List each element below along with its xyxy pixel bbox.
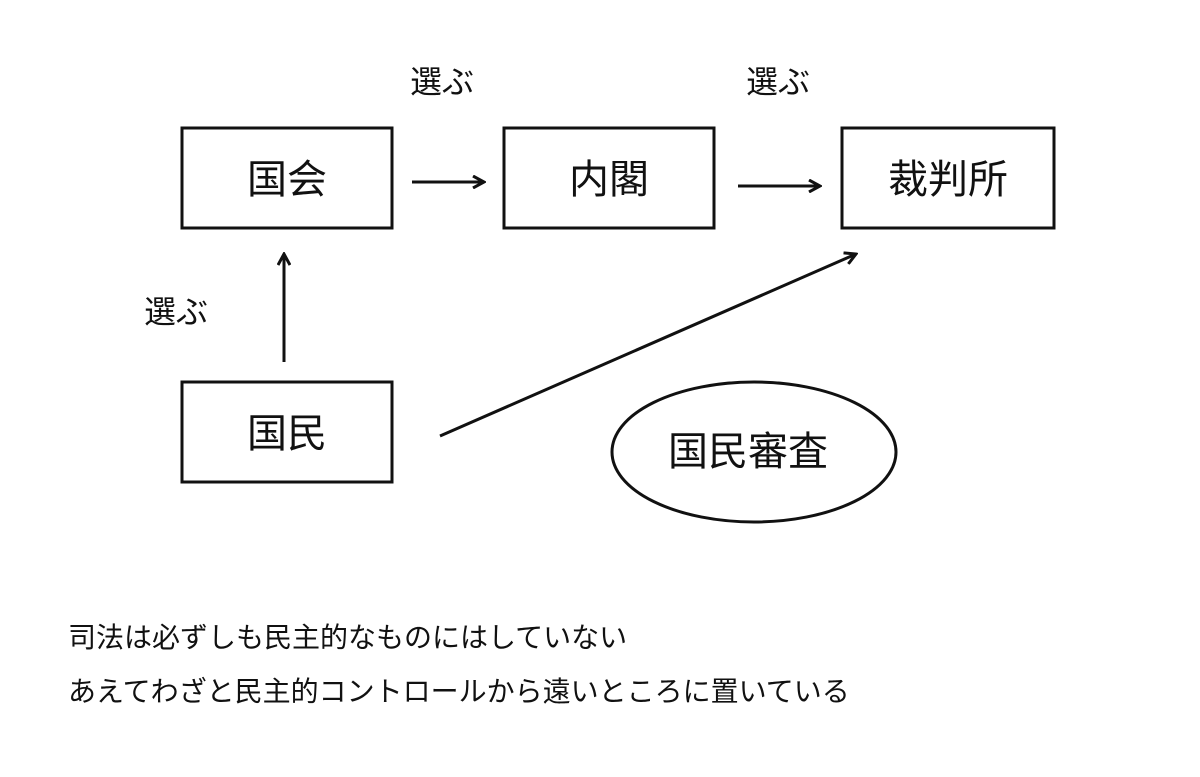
node-naikaku-label: 内閣	[569, 157, 649, 203]
edge-label-naikaku-to-saibansho: 選ぶ	[746, 63, 810, 101]
edge-label-kokumin-to-kokkai: 選ぶ	[144, 293, 208, 331]
node-saibansho: 裁判所	[840, 126, 1056, 230]
node-kokumin-label: 国民	[247, 411, 327, 457]
node-kokumin-shinsa: 国民審査	[610, 380, 898, 524]
arrow-kokumin-to-saibansho	[439, 254, 856, 438]
node-kokkai: 国会	[180, 126, 394, 230]
node-kokkai-label: 国会	[247, 157, 327, 203]
note-line-1: 司法は必ずしも民主的なものにはしていない	[68, 621, 628, 654]
node-naikaku: 内閣	[502, 126, 716, 230]
edge-label-kokkai-to-naikaku: 選ぶ	[410, 63, 474, 101]
node-kokumin: 国民	[180, 380, 394, 484]
node-kokumin-shinsa-label: 国民審査	[668, 429, 828, 475]
node-saibansho-label: 裁判所	[888, 157, 1008, 203]
note-line-2: あえてわざと民主的コントロールから遠いところに置いている	[68, 675, 850, 708]
